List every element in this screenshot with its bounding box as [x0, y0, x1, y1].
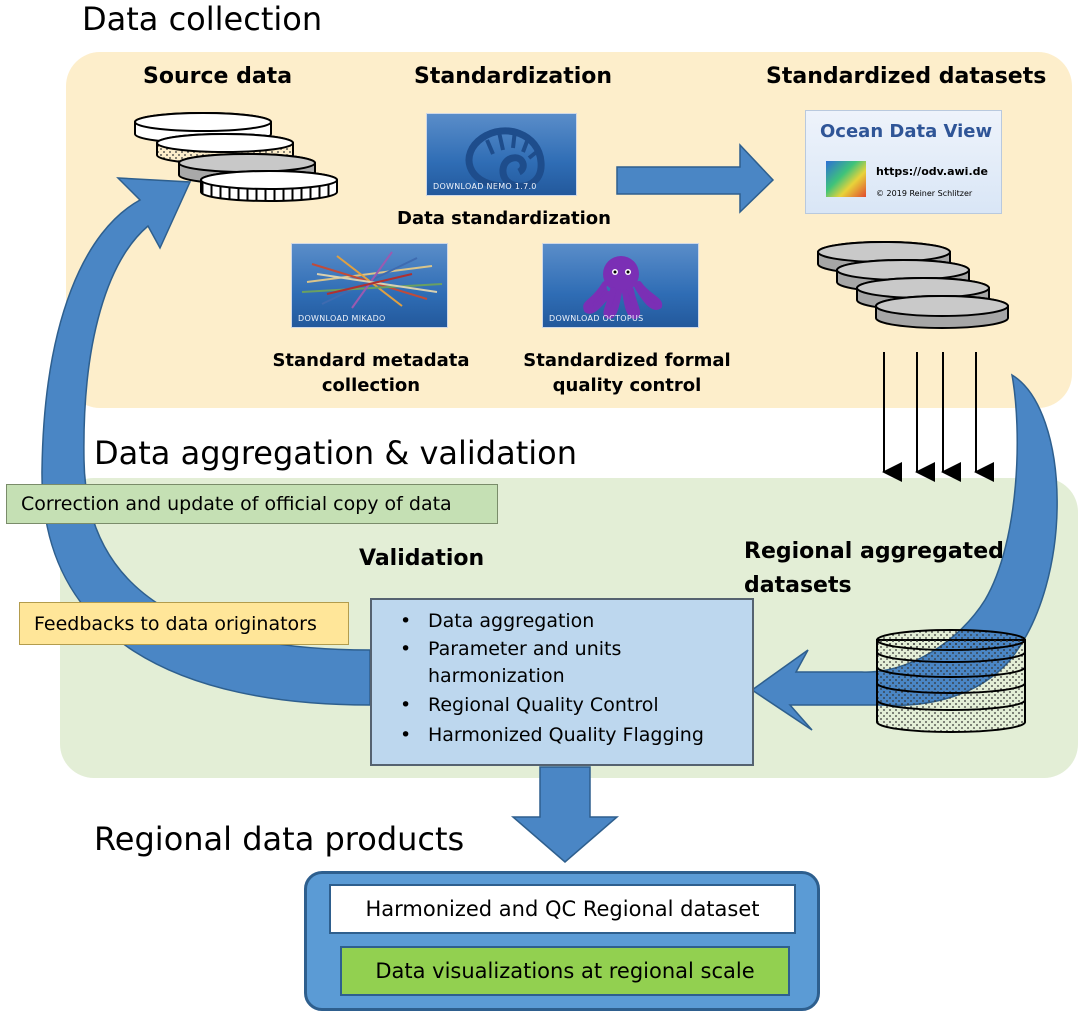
standardized-datasets-stack-icon — [817, 241, 1009, 329]
formal-qc-label: Standardized formal quality control — [520, 348, 734, 398]
validation-box: Data aggregation Parameter and units harm… — [370, 598, 754, 766]
regional-aggregated-cylinder-icon — [876, 629, 1026, 733]
validation-item-regional-qc: Regional Quality Control — [400, 690, 752, 720]
octopus-icon — [583, 256, 663, 320]
nautilus-icon — [465, 127, 545, 190]
right-arrow — [616, 143, 775, 214]
section-title-products: Regional data products — [94, 820, 465, 858]
correction-update-tag: Correction and update of official copy o… — [6, 484, 498, 524]
standard-metadata-line2: collection — [321, 375, 421, 396]
regional-aggregated-heading: Regional aggregated datasets — [744, 535, 1004, 603]
validation-item-aggregation: Data aggregation — [400, 606, 752, 636]
odv-map-icon — [826, 161, 866, 197]
standardization-heading: Standardization — [414, 64, 613, 89]
validation-item-flagging: Harmonized Quality Flagging — [400, 720, 752, 750]
feedback-originators-tag: Feedbacks to data originators — [19, 602, 349, 645]
octopus-caption: DOWNLOAD OCTOPUS — [549, 314, 644, 323]
regional-aggregated-line1: Regional aggregated — [744, 539, 1004, 564]
source-data-stack-icon — [134, 112, 338, 202]
standardized-datasets-heading: Standardized datasets — [766, 64, 1047, 89]
formal-qc-line1: Standardized formal — [523, 350, 731, 371]
standard-metadata-label: Standard metadata collection — [268, 348, 474, 398]
visualizations-box: Data visualizations at regional scale — [340, 946, 790, 996]
ocean-data-view-thumbnail: Ocean Data View https://odv.awi.de © 201… — [805, 110, 1002, 214]
mikado-download-thumbnail: DOWNLOAD MIKADO — [291, 243, 448, 328]
source-data-heading: Source data — [143, 64, 293, 89]
section-title-collection: Data collection — [82, 0, 323, 38]
validation-list: Data aggregation Parameter and units harm… — [372, 606, 752, 750]
regional-aggregated-line2: datasets — [744, 573, 852, 598]
mikado-sticks-icon — [301, 251, 443, 309]
octopus-download-thumbnail: DOWNLOAD OCTOPUS — [542, 243, 699, 328]
odv-url: https://odv.awi.de — [876, 165, 988, 178]
odv-title: Ocean Data View — [820, 121, 993, 142]
formal-qc-line2: quality control — [552, 375, 702, 396]
section-title-aggregation: Data aggregation & validation — [94, 434, 578, 472]
nemo-caption: DOWNLOAD NEMO 1.7.0 — [433, 182, 537, 191]
nemo-download-thumbnail: DOWNLOAD NEMO 1.7.0 — [426, 113, 577, 196]
down-arrow — [510, 766, 620, 863]
data-standardization-label: Data standardization — [397, 208, 611, 229]
mikado-caption: DOWNLOAD MIKADO — [298, 314, 386, 323]
validation-item-parameter-line1: Parameter and units — [428, 638, 622, 660]
odv-copyright: © 2019 Reiner Schlitzer — [876, 189, 973, 198]
validation-item-parameter-units: Parameter and units harmonization — [400, 636, 752, 690]
validation-item-parameter-line2: harmonization — [428, 665, 565, 687]
standard-metadata-line1: Standard metadata — [272, 350, 470, 371]
harmonized-dataset-box: Harmonized and QC Regional dataset — [329, 884, 796, 934]
validation-heading: Validation — [359, 546, 485, 571]
